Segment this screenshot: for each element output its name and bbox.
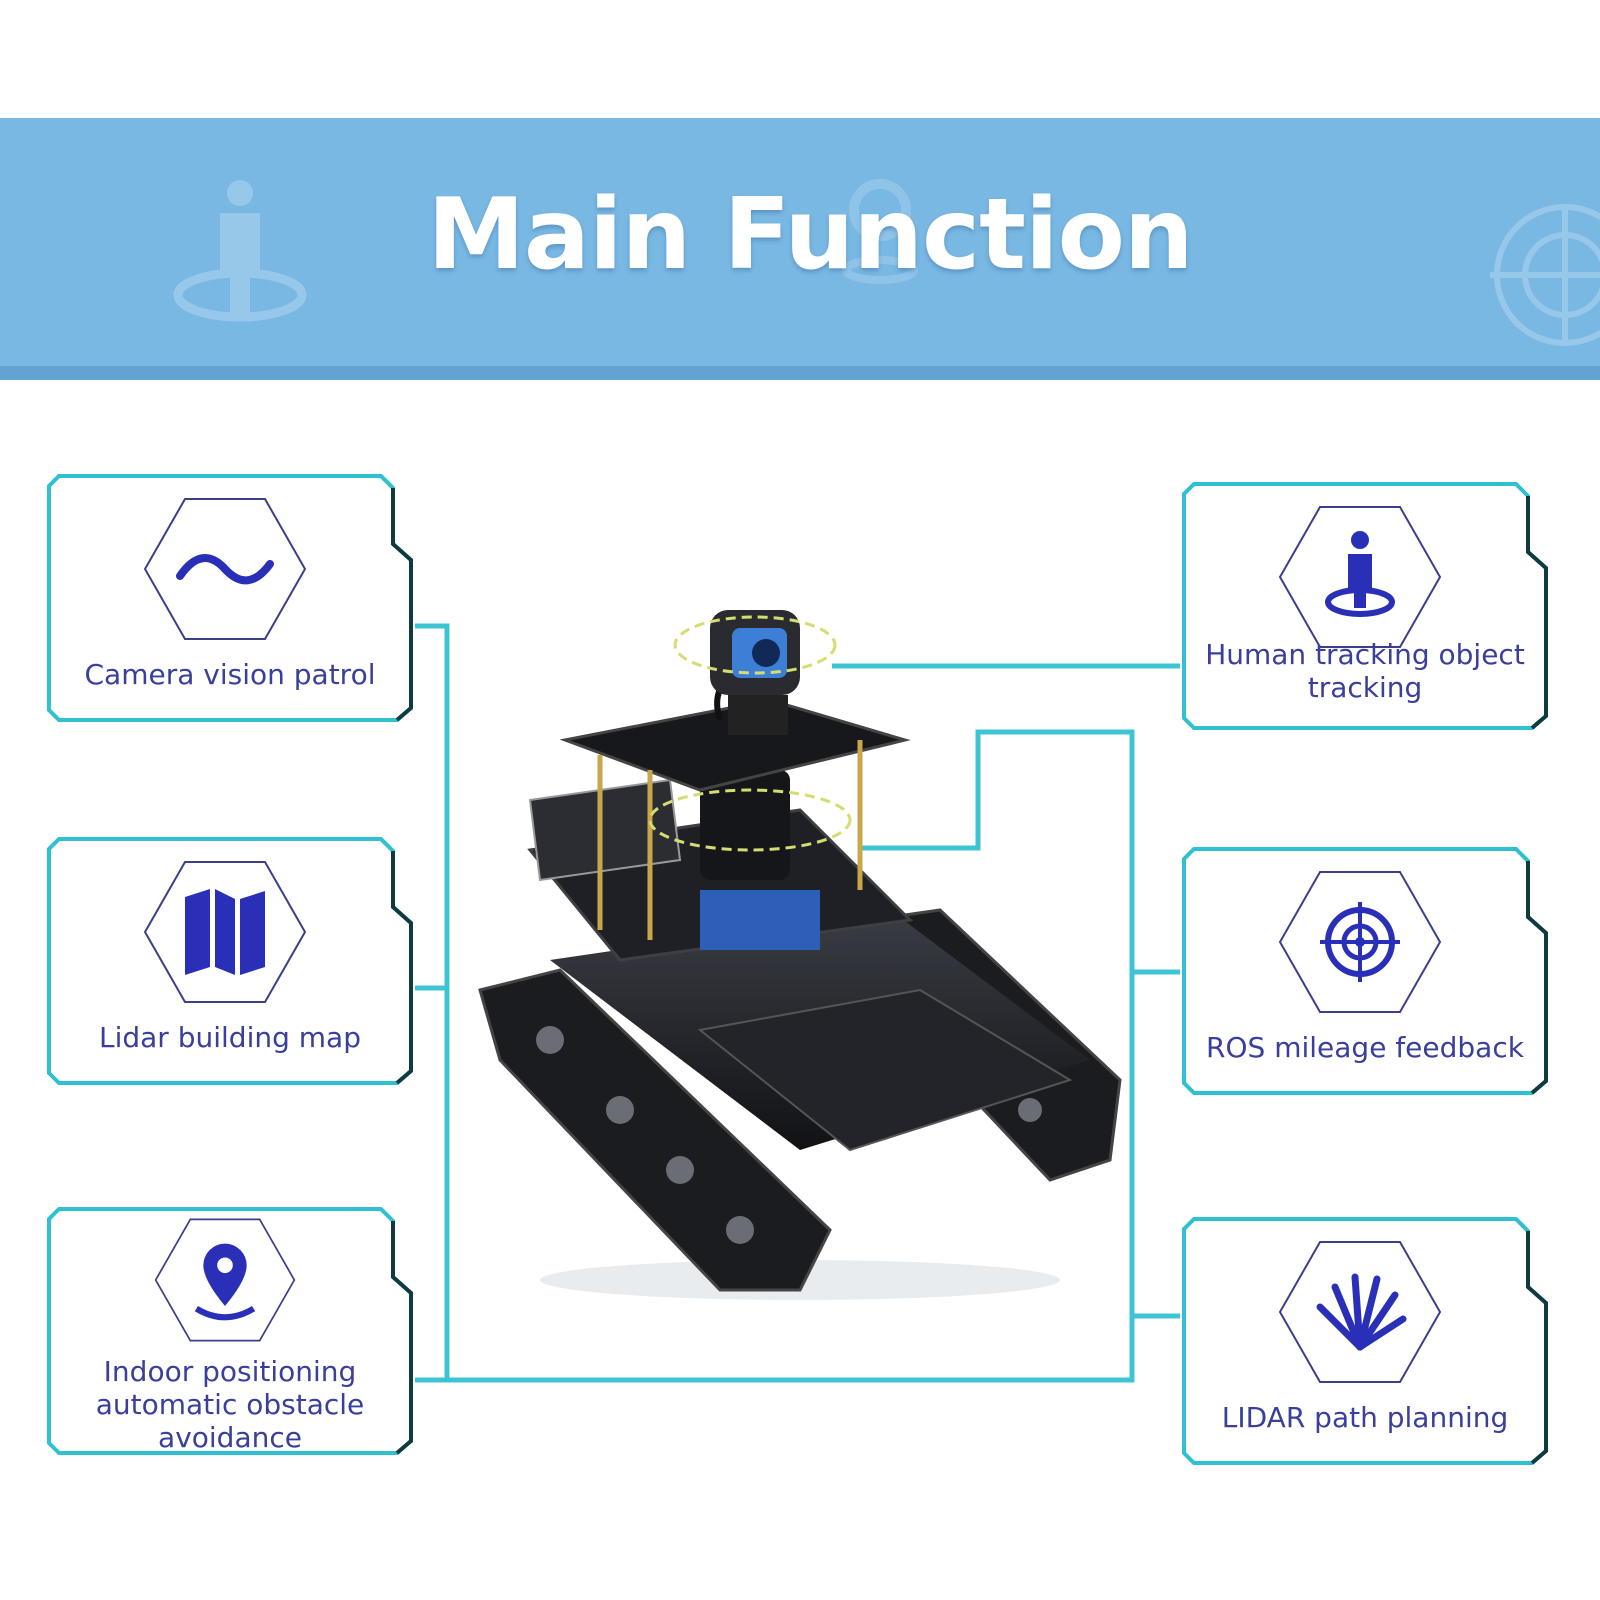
target-icon (1278, 871, 1442, 1013)
page-title: Main Function (427, 178, 1193, 292)
person-tracking-icon (1278, 506, 1442, 648)
feature-label: Human tracking object tracking (1205, 638, 1525, 704)
location-pin-icon (154, 1218, 296, 1342)
header-band (0, 118, 1600, 380)
feature-card: Human tracking object tracking (1180, 480, 1552, 732)
feature-label: ROS mileage feedback (1206, 1031, 1524, 1064)
feature-card: ROS mileage feedback (1180, 845, 1552, 1097)
person-tracking-icon (173, 180, 307, 322)
robot-tank-image (478, 610, 1122, 1300)
feature-card: LIDAR path planning (1180, 1215, 1552, 1467)
feature-label: Camera vision patrol (84, 658, 376, 691)
feature-label: Lidar building map (99, 1021, 361, 1054)
feature-card: Camera vision patrol (45, 472, 417, 724)
feature-label: Indoor positioning automatic obstacle av… (95, 1355, 365, 1454)
header-strip (0, 366, 1600, 380)
radar-scan-icon (1278, 1241, 1442, 1383)
wave-icon (143, 498, 307, 640)
feature-label: LIDAR path planning (1221, 1401, 1509, 1434)
location-pin-icon (842, 179, 918, 284)
feature-card: Indoor positioning automatic obstacle av… (45, 1205, 417, 1457)
map-icon (143, 861, 307, 1003)
target-icon (1490, 204, 1600, 346)
feature-card: Lidar building map (45, 835, 417, 1087)
